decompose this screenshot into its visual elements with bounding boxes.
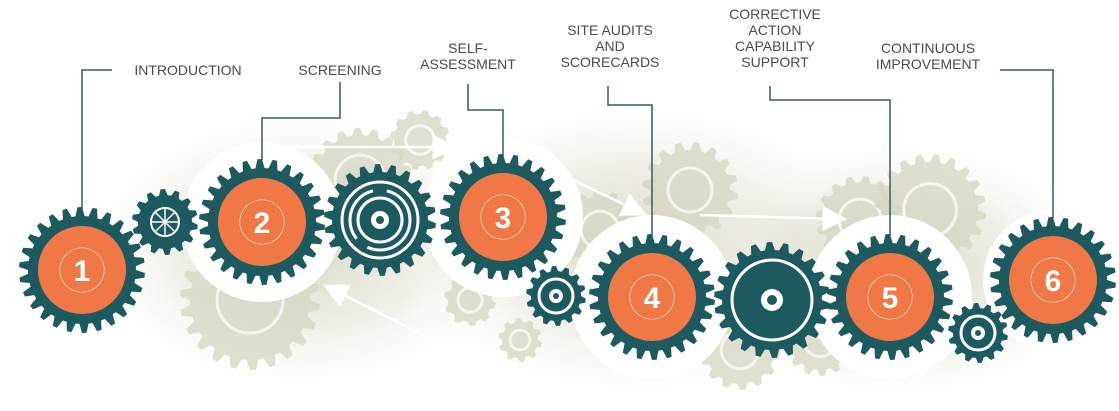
connector-gear-1-spoke-8 xyxy=(164,211,176,223)
step-2-label: SCREENING xyxy=(298,62,382,78)
step-4-label: SITE AUDITS AND SCORECARDS xyxy=(560,22,660,70)
step-6-center xyxy=(1031,258,1075,302)
connector-gear-5-ring xyxy=(959,314,997,352)
connector-gear-1 xyxy=(132,189,198,255)
connector-gear-3 xyxy=(526,266,586,326)
step-1-label: INTRODUCTION xyxy=(134,62,242,78)
step-5-number: 5 xyxy=(882,282,899,315)
flow-arrow-6 xyxy=(323,284,513,382)
step-5-gear: 5 xyxy=(827,234,953,360)
step-3-label: SELF- ASSESSMENT xyxy=(420,40,516,72)
step-6-leader-line xyxy=(1000,69,1054,218)
leader-lines xyxy=(81,69,1054,236)
step-6-label: CONTINUOUS IMPROVEMENT xyxy=(875,40,981,72)
background-gear-hub-4 xyxy=(508,328,532,352)
step-3-center xyxy=(481,195,525,239)
connector-gear-4-ring xyxy=(730,258,814,342)
step-6-gear: 6 xyxy=(990,217,1116,343)
step-5-center xyxy=(868,275,912,319)
connector-gear-3-axle xyxy=(553,293,559,299)
connector-gear-4 xyxy=(714,242,830,358)
step-4-number: 4 xyxy=(644,282,661,315)
connector-gear-2 xyxy=(324,164,436,276)
step-2-center xyxy=(240,200,284,244)
connector-gear-1-spoke-2 xyxy=(164,221,176,233)
step-5-leader-line xyxy=(769,86,891,236)
background-gear-4 xyxy=(498,318,542,362)
step-2-leader-line xyxy=(261,82,341,160)
background-gear-11 xyxy=(390,110,450,170)
connector-gear-5-axle xyxy=(975,330,981,336)
step-1-leader-line xyxy=(81,69,112,210)
connector-gear-1-spoke-6 xyxy=(154,211,166,223)
step-1-center xyxy=(60,248,104,292)
step-4-gear: 4 xyxy=(589,234,715,360)
step-2-number: 2 xyxy=(254,207,271,240)
connector-gear-2-ring-2 xyxy=(348,188,412,252)
connector-gear-1-spoke-4 xyxy=(154,221,166,233)
step-3-gear: 3 xyxy=(440,154,566,280)
step-3-leader-line xyxy=(467,84,504,156)
step-2-gear: 2 xyxy=(199,159,325,285)
step-1-gear: 1 xyxy=(19,207,145,333)
gears: 1 2 3 4 5 6 xyxy=(19,137,1119,379)
step-5-label: CORRECTIVE ACTION CAPABILITY SUPPORT xyxy=(729,6,821,70)
step-6-number: 6 xyxy=(1045,265,1062,298)
connector-gear-3-ring xyxy=(537,277,575,315)
step-1-number: 1 xyxy=(74,255,91,288)
step-4-center xyxy=(630,275,674,319)
connector-gear-2-ring-1 xyxy=(340,180,420,260)
connector-gear-5 xyxy=(948,303,1008,363)
flow-arrow-5 xyxy=(513,379,885,407)
connector-gear-4-axle xyxy=(767,295,777,305)
connector-gear-2-ring-3 xyxy=(356,196,404,244)
background-gear-6 xyxy=(642,142,738,238)
connector-gear-2-axle xyxy=(376,216,384,224)
flow-arrow-3 xyxy=(699,206,848,231)
background-gear-hub-6 xyxy=(666,166,714,214)
step-4-leader-line xyxy=(607,86,653,236)
step-3-number: 3 xyxy=(495,202,512,235)
